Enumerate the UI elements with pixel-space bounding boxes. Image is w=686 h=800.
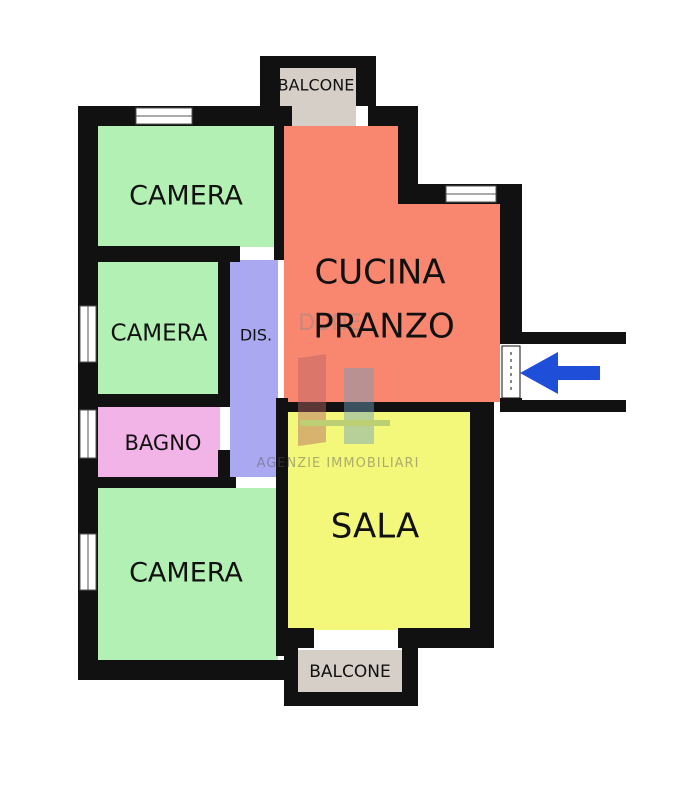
watermark-logo: DUNE AGENZIE IMMOBILIARI [257, 311, 420, 471]
dis-room-fill [230, 260, 278, 477]
sala-room-fill [288, 412, 470, 630]
bagno-room-fill [98, 407, 220, 477]
balcone-bottom-label: BALCONE [309, 662, 390, 682]
camera-middle-label: CAMERA [111, 321, 208, 347]
cucina-room-fill [284, 126, 500, 402]
camera-room-fill-top [98, 126, 274, 247]
camera-room-fill-bottom [98, 488, 278, 660]
balcone-fill-bottom [298, 650, 402, 692]
watermark-brand: DUNE [298, 311, 361, 336]
bagno-label: BAGNO [125, 431, 202, 455]
entrance-door [501, 345, 521, 399]
entrance-arrow-icon [520, 352, 600, 394]
windows [79, 107, 497, 591]
camera-bottom-label: CAMERA [129, 558, 243, 589]
camera-top-label: CAMERA [129, 181, 243, 212]
cucina-label-line1: CUCINA [314, 253, 445, 293]
balcone-top-label: BALCONE [278, 76, 355, 95]
sala-label: SALA [331, 507, 419, 547]
dis-label: DIS. [240, 326, 272, 345]
watermark-text: AGENZIE IMMOBILIARI [257, 456, 420, 471]
camera-room-fill-middle [98, 262, 220, 394]
cucina-label-line2: PRANZO [313, 307, 455, 347]
